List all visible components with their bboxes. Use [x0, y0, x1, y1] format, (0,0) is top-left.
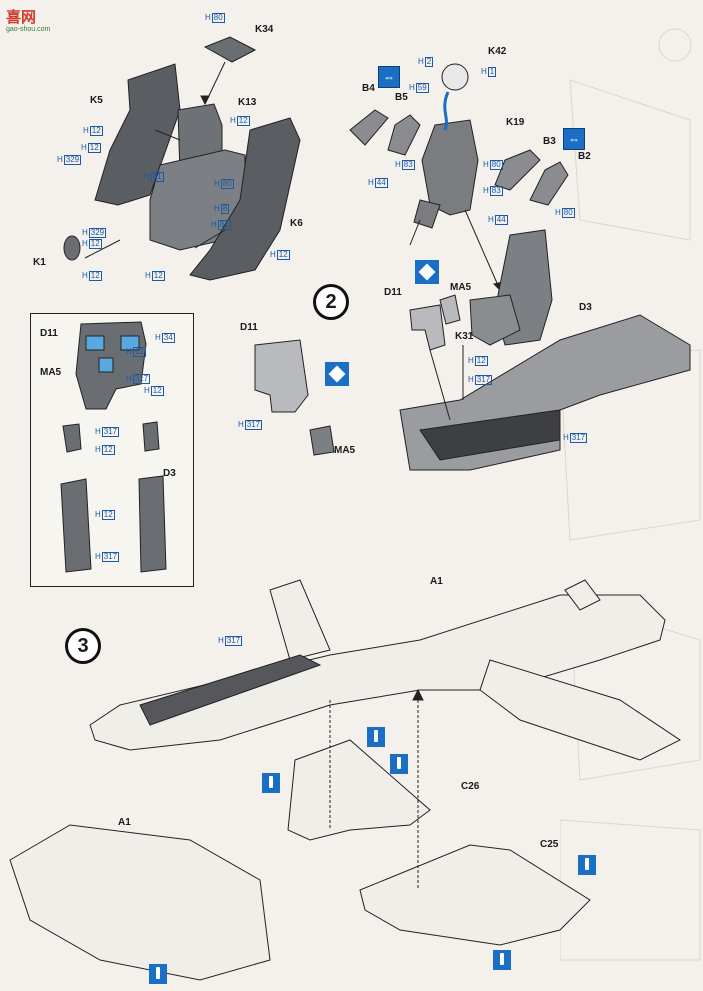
inset-panel [30, 313, 194, 587]
step-number-2: 2 [313, 284, 349, 320]
glue-icon [493, 950, 511, 970]
inset-part-label: MA5 [40, 367, 62, 378]
part-label: B4 [362, 83, 375, 94]
step-number-3: 3 [65, 628, 101, 664]
part-label: K34 [255, 24, 274, 35]
glue-icon [149, 964, 167, 984]
part-label: D3 [579, 302, 592, 313]
glue-icon [262, 773, 280, 793]
inset-drawing [60, 321, 167, 573]
glue-icon [367, 727, 385, 747]
part-label: K13 [238, 97, 257, 108]
part-label: K6 [290, 218, 303, 229]
part-label: K42 [488, 46, 507, 57]
double-arrow-icon: ⇔ [563, 128, 585, 150]
part-label: MA5 [450, 282, 472, 293]
inset-part-label: D11 [40, 328, 58, 339]
inset-part-label: D3 [163, 468, 176, 479]
part-label: D11 [240, 322, 258, 333]
part-label: K19 [506, 117, 525, 128]
part-label: K1 [33, 257, 46, 268]
part-label: A1 [430, 576, 443, 587]
part-label: A1 [118, 817, 131, 828]
watermark-url: gao-shou.com [6, 26, 51, 33]
part-label: MA5 [334, 445, 356, 456]
part-label: B5 [395, 92, 408, 103]
part-label: C26 [461, 781, 480, 792]
watermark-logo: 喜网 [6, 9, 37, 26]
part-label: K31 [455, 331, 474, 342]
part-label: C25 [540, 839, 559, 850]
decal-diamond-icon [325, 362, 349, 386]
glue-icon [578, 855, 596, 875]
part-label: D11 [384, 287, 402, 298]
part-label: B3 [543, 136, 556, 147]
glue-icon [390, 754, 408, 774]
double-arrow-icon: ⇔ [378, 66, 400, 88]
part-label: B2 [578, 151, 591, 162]
part-label: K5 [90, 95, 103, 106]
decal-diamond-icon [415, 260, 439, 284]
